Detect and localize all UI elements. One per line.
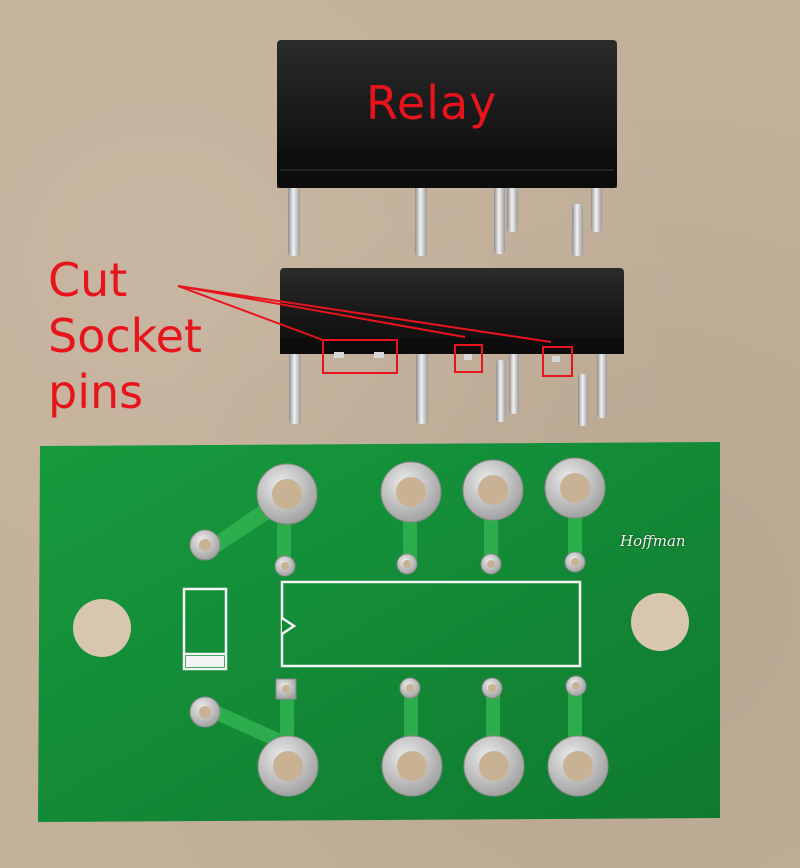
- relay-label: Relay: [366, 76, 498, 130]
- cut-label-line-2: Socket: [48, 309, 202, 363]
- cut-pin-box-1: [322, 339, 398, 374]
- cut-label-line-3: pins: [48, 365, 144, 419]
- silkscreen: [182, 580, 582, 671]
- mounting-hole-left: [73, 599, 131, 657]
- cut-label-line-1: Cut: [48, 253, 128, 307]
- annotation-marks: [177, 285, 573, 377]
- relay-socket: [280, 268, 624, 426]
- pointer-line-2: [177, 285, 466, 338]
- photographer-watermark: Hoffman: [620, 532, 686, 550]
- relay: [277, 40, 617, 256]
- socket-pins: [289, 350, 607, 426]
- pcb-board: [38, 442, 720, 822]
- cut-pin-box-3: [542, 346, 573, 377]
- mounting-hole-right: [631, 593, 689, 651]
- cut-pin-box-2: [454, 344, 483, 373]
- diode-outline: [182, 587, 228, 671]
- cut-pin-stubs: [334, 352, 560, 362]
- cut-socket-pins-label: Cut Socket pins: [48, 252, 202, 420]
- small-pad-holes: [199, 539, 580, 718]
- solder-pads-large: [256, 457, 609, 797]
- solder-pads-small: [189, 529, 587, 728]
- pointer-line-3: [177, 285, 552, 343]
- socket-body: [280, 268, 624, 354]
- solder-pad-holes: [272, 473, 593, 781]
- pointer-line-1: [177, 285, 324, 341]
